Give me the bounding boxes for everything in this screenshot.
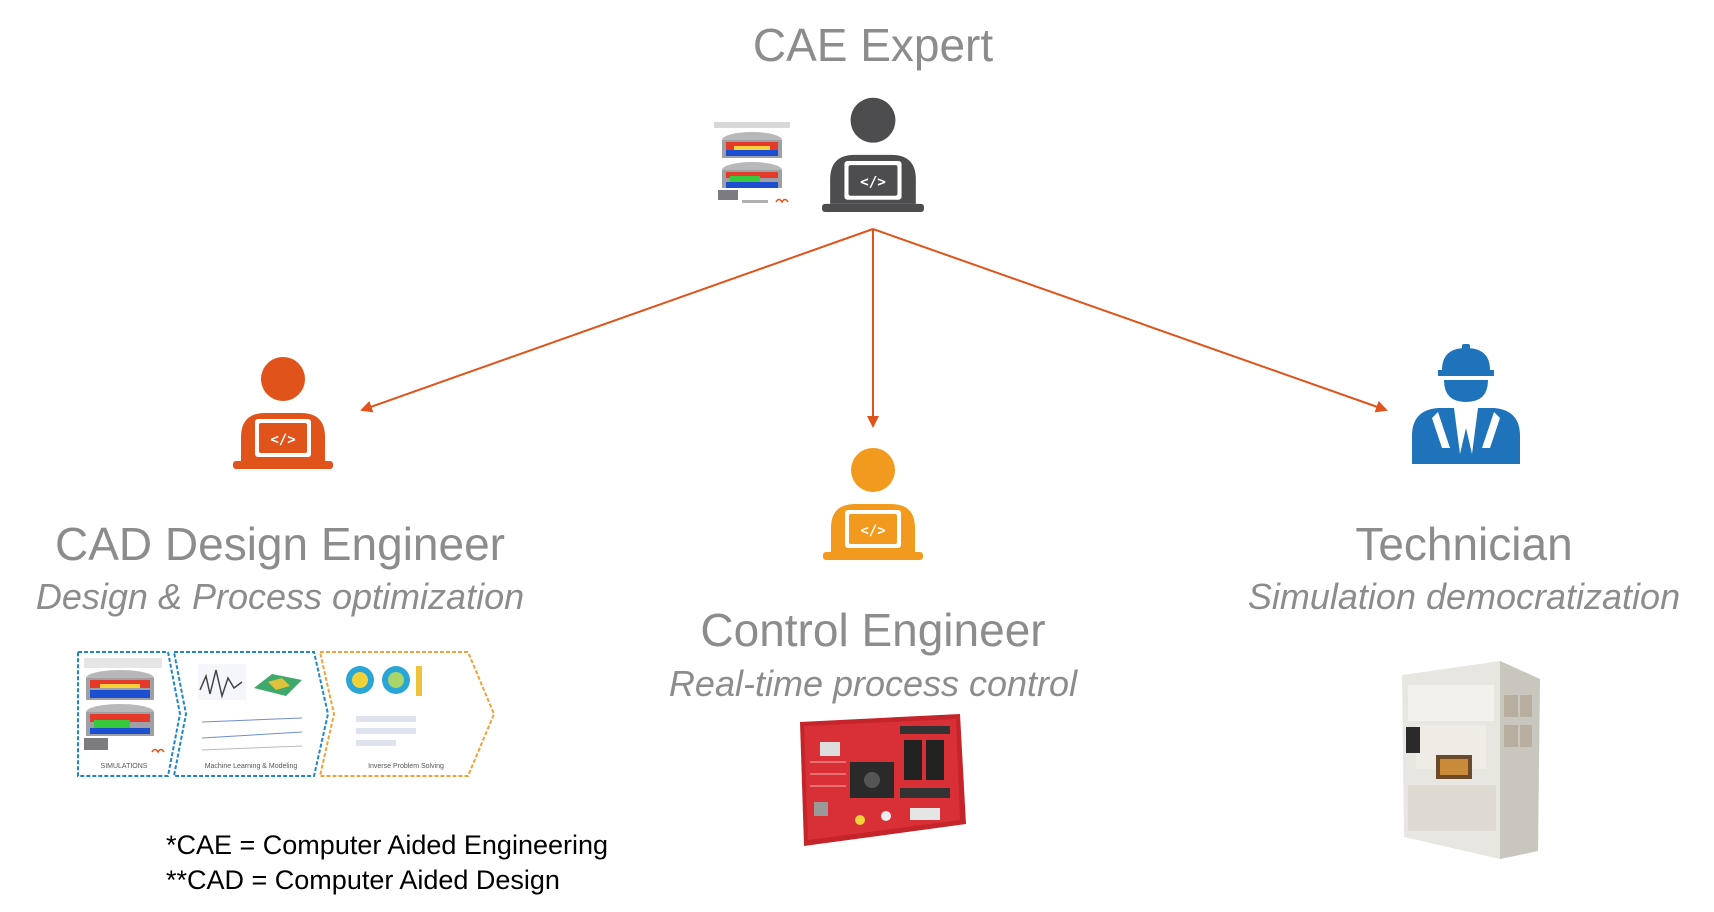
workflow-step-inverse-problem: Inverse Problem Solving (318, 651, 496, 777)
semiconductor-machine-image (1402, 661, 1540, 859)
cad-engineer-subtitle: Design & Process optimization (35, 576, 525, 617)
control-engineer-title: Control Engineer (700, 604, 1046, 656)
simulation-thumbnail (712, 120, 792, 212)
footnote-cae: *CAE = Computer Aided Engineering (166, 830, 609, 860)
control-engineer-subtitle: Real-time process control (668, 663, 1078, 704)
developer-laptop-icon: </> (823, 448, 923, 560)
cae-expert-title: CAE Expert (752, 19, 994, 71)
workflow-chevron-strip: SIMULATIONS Machine Learning & Modeling … (77, 651, 496, 777)
workflow-step-simulations: SIMULATIONS (77, 651, 182, 777)
developer-laptop-icon: </> (233, 357, 333, 469)
svg-text:</>: </> (860, 523, 885, 539)
arrow-to-technician (872, 228, 1388, 413)
footnote-cad: **CAD = Computer Aided Design (166, 865, 560, 895)
workflow-step-label: Inverse Problem Solving (368, 763, 444, 770)
hardhat-worker-icon (1412, 344, 1520, 464)
cad-engineer-title: CAD Design Engineer (54, 518, 505, 570)
technician-title: Technician (1355, 518, 1573, 570)
svg-text:</>: </> (860, 175, 886, 191)
workflow-step-label: SIMULATIONS (101, 763, 148, 770)
technician-subtitle: Simulation democratization (1247, 576, 1681, 617)
workflow-step-label: Machine Learning & Modeling (205, 763, 298, 770)
svg-text:</>: </> (270, 432, 295, 448)
arrow-to-cad-engineer (360, 228, 874, 413)
circuit-board-image (800, 714, 966, 846)
workflow-step-machine-learning: Machine Learning & Modeling (172, 651, 330, 777)
developer-laptop-icon: </> (822, 97, 924, 213)
